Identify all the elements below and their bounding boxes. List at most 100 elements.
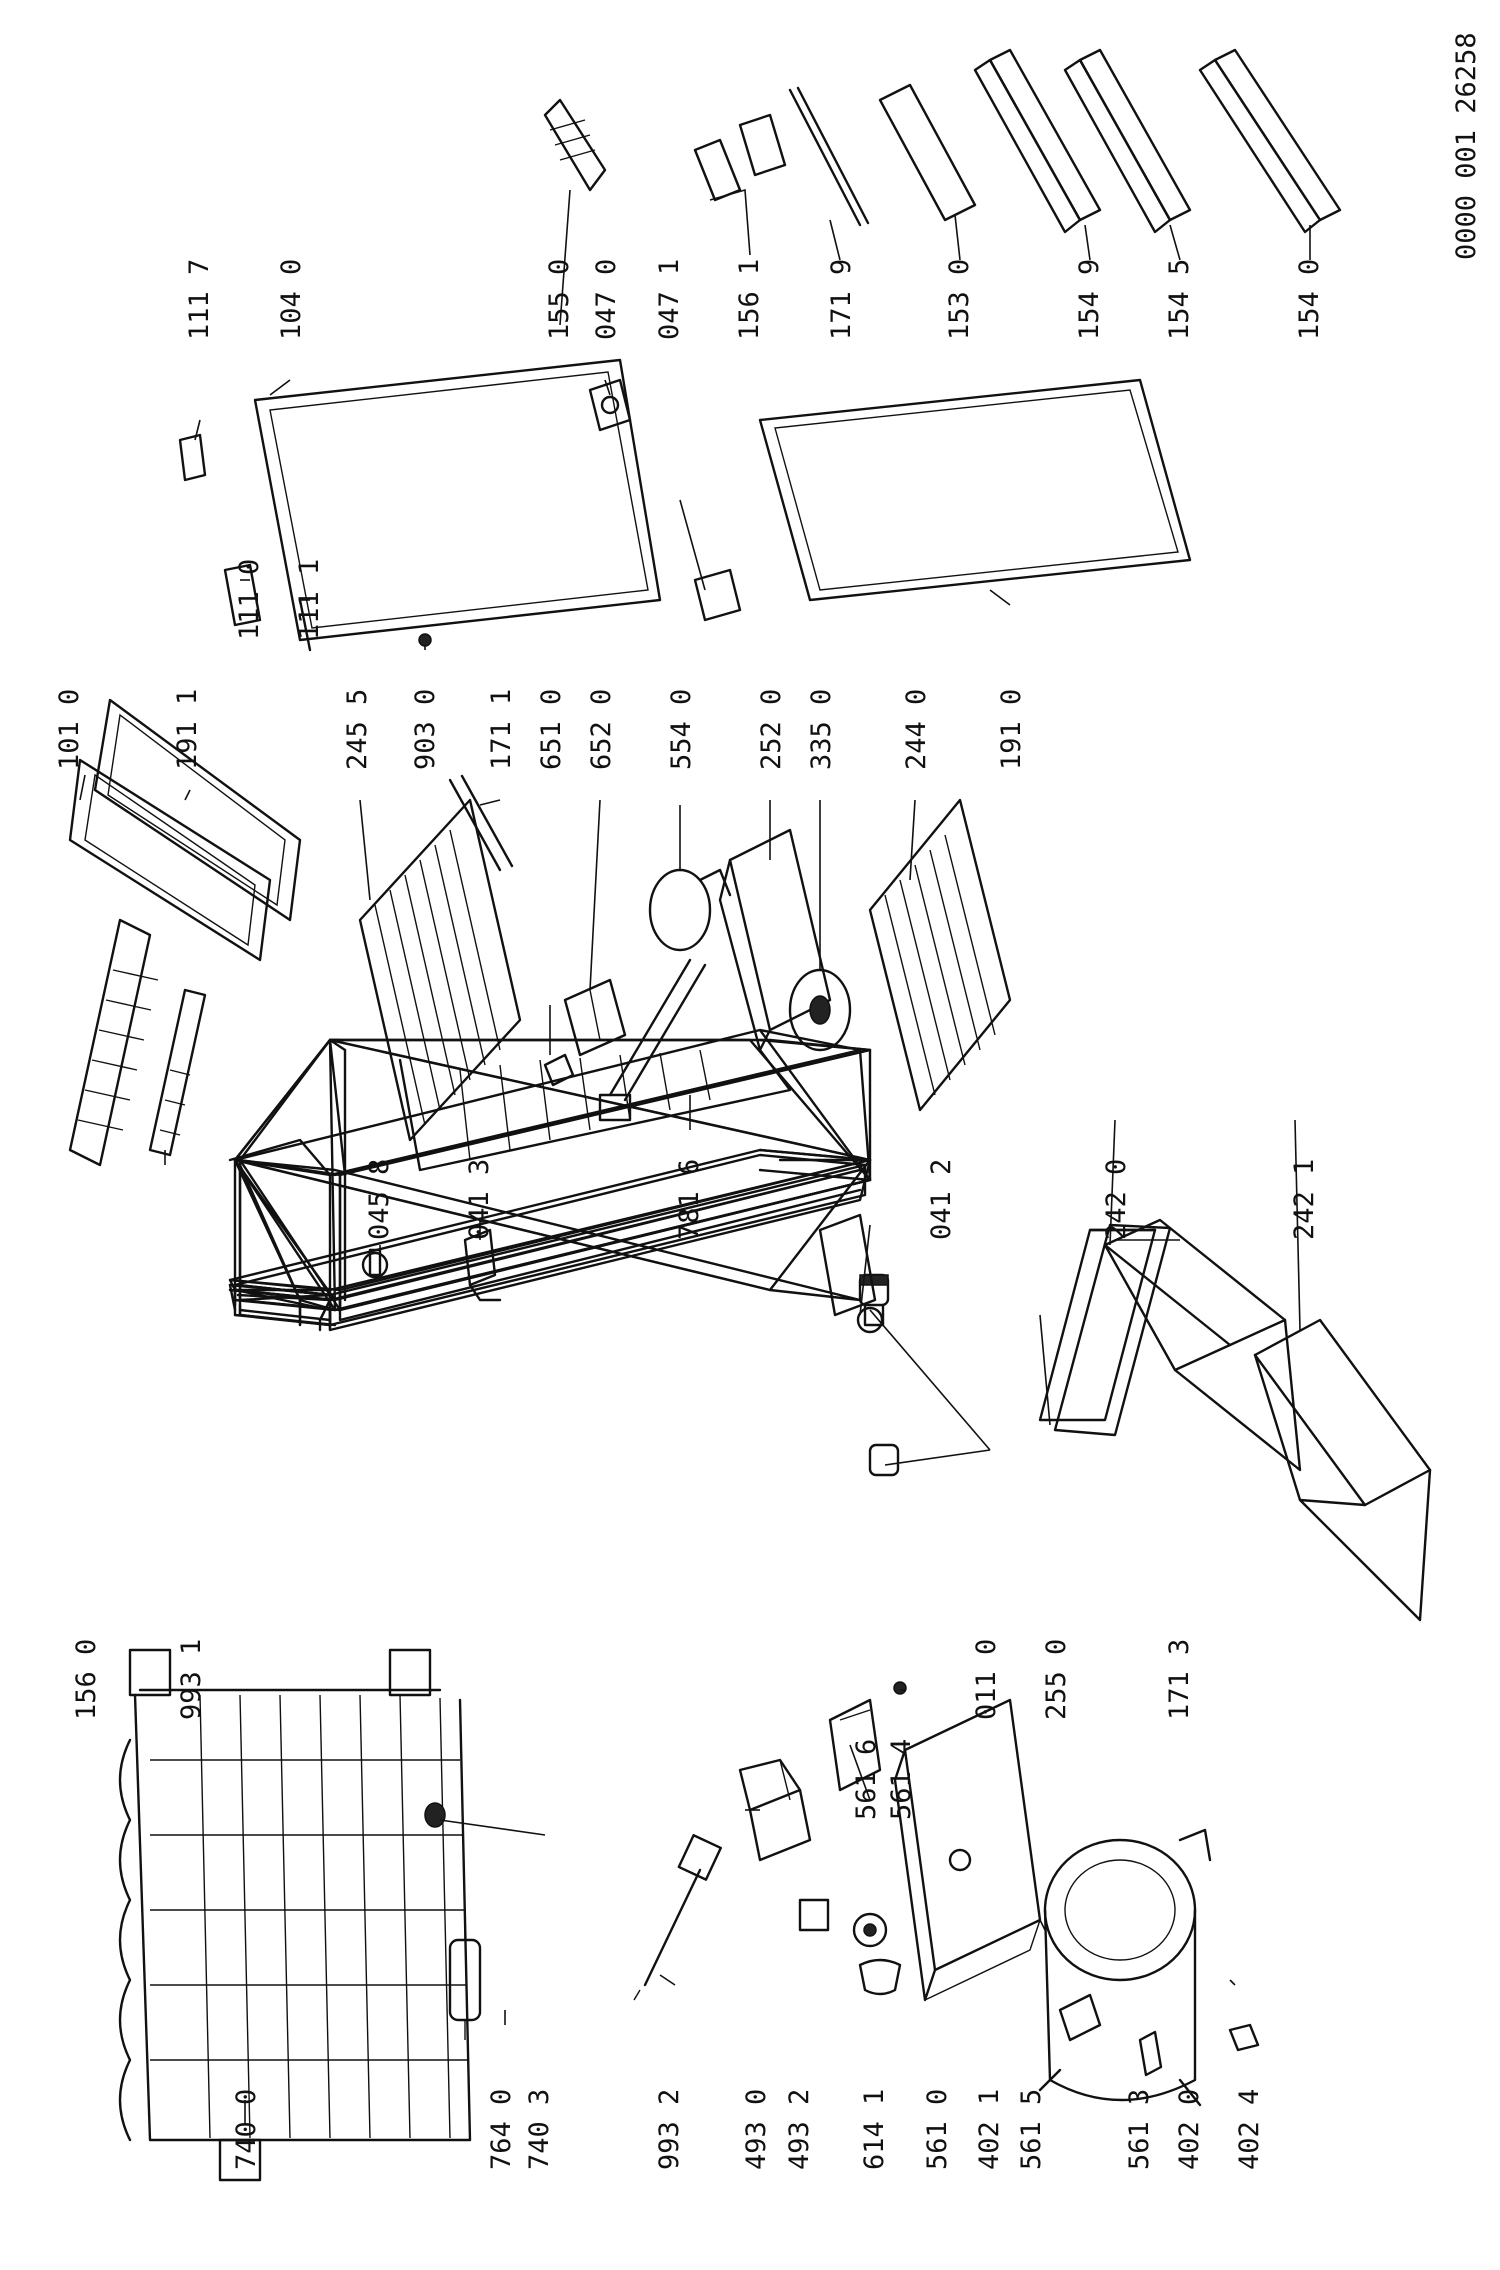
label-993-1: 993 1 xyxy=(176,1639,207,1720)
label-740-3: 740 3 xyxy=(524,2089,555,2170)
door-panel-drawing xyxy=(253,358,662,642)
relay-parts-drawing xyxy=(798,1898,902,1996)
handle-111-0-drawing xyxy=(223,563,262,627)
badge-111-7-drawing xyxy=(178,433,207,482)
label-041-3: 041 3 xyxy=(464,1159,495,1240)
leader-lines xyxy=(79,188,1311,2125)
door-balcony-154-9-drawing xyxy=(973,48,1102,234)
shelf-trim-171-1-drawing xyxy=(448,774,514,872)
label-561-0: 561 0 xyxy=(922,2089,953,2170)
light-rail-drawing xyxy=(598,958,707,1122)
glass-shelf-crisper-drawing xyxy=(1038,1223,1172,1437)
label-242-1: 242 1 xyxy=(1289,1159,1320,1240)
label-191-1: 191 1 xyxy=(172,689,203,770)
label-335-0: 335 0 xyxy=(806,689,837,770)
label-252-0: 252 0 xyxy=(756,689,787,770)
door-shelf-cover-drawing xyxy=(878,83,977,222)
cabinet-structure-drawing xyxy=(238,1163,337,1312)
label-493-0: 493 0 xyxy=(741,2089,772,2170)
label-554-0: 554 0 xyxy=(666,689,697,770)
door-balcony-154-0-drawing xyxy=(1198,48,1342,234)
label-104-0: 104 0 xyxy=(276,259,307,340)
grommet-drawing xyxy=(424,1802,446,1828)
control-knob-drawing xyxy=(788,968,852,1052)
label-561-4: 561 4 xyxy=(886,1739,917,1820)
label-255-0: 255 0 xyxy=(1041,1639,1072,1720)
label-652-0: 652 0 xyxy=(586,689,617,770)
label-047-1: 047 1 xyxy=(654,259,685,340)
label-155-0: 155 0 xyxy=(544,259,575,340)
label-041-2: 041 2 xyxy=(926,1159,957,1240)
handle-993-1-drawing xyxy=(148,988,207,1157)
label-111-7: 111 7 xyxy=(184,259,215,340)
label-154-0: 154 0 xyxy=(1294,259,1325,340)
door-gasket-drawing xyxy=(758,378,1192,602)
label-740-0: 740 0 xyxy=(231,2089,262,2170)
overload-protector-drawing xyxy=(828,1698,882,1792)
label-047-0: 047 0 xyxy=(591,259,622,340)
screw-561-4-drawing xyxy=(893,1681,907,1695)
cabinet-interior-drawing xyxy=(338,1048,792,1312)
part-labels: 740 0 764 0 740 3 993 2 493 0 493 2 614 … xyxy=(54,259,1325,2170)
label-651-0: 651 0 xyxy=(536,689,567,770)
hinge-bracket-047-1-drawing xyxy=(693,568,742,622)
drawing-reference-number: 0000 001 26258 xyxy=(1451,32,1482,260)
label-561-6: 561 6 xyxy=(851,1739,882,1820)
bar-171-9-drawing xyxy=(788,86,870,227)
label-493-2: 493 2 xyxy=(784,2089,815,2170)
wire-shelf-drawing xyxy=(358,798,522,1142)
condenser-coil-drawing xyxy=(118,1648,472,2182)
label-154-5: 154 5 xyxy=(1164,259,1195,340)
label-154-9: 154 9 xyxy=(1074,259,1105,340)
lamp-bulb-drawing xyxy=(543,1053,575,1087)
label-101-0: 101 0 xyxy=(54,689,85,770)
crisper-drawer-small-drawing xyxy=(1103,1218,1302,1472)
glass-shelf-drawing xyxy=(868,798,1012,1112)
thermostat-drawing xyxy=(648,868,732,952)
hinge-pin-drawing xyxy=(361,1248,389,1279)
adjustable-foot-drawing xyxy=(858,1273,900,1477)
label-614-1: 614 1 xyxy=(859,2089,890,2170)
label-993-2: 993 2 xyxy=(654,2089,685,2170)
label-191-0: 191 0 xyxy=(996,689,1027,770)
label-903-0: 903 0 xyxy=(410,689,441,770)
wire-harness-drawing xyxy=(633,1834,722,2001)
small-clips-drawing xyxy=(1058,1993,1260,2077)
label-156-0: 156 0 xyxy=(71,1639,102,1720)
lamp-holder-drawing xyxy=(563,978,627,1057)
label-153-0: 153 0 xyxy=(944,259,975,340)
compressor-drawing xyxy=(1038,1828,1212,2107)
cabinet-drawing xyxy=(228,1148,872,1332)
label-561-3: 561 3 xyxy=(1124,2089,1155,2170)
butter-box-drawing xyxy=(693,113,787,202)
label-242-0: 242 0 xyxy=(1101,1159,1132,1240)
egg-tray-156-0-drawing xyxy=(68,918,159,1167)
label-561-5: 561 5 xyxy=(1016,2089,1047,2170)
screw-903-0-drawing xyxy=(418,633,432,647)
label-402-0: 402 0 xyxy=(1174,2089,1205,2170)
label-402-1: 402 1 xyxy=(974,2089,1005,2170)
hinge-bracket-047-0-drawing xyxy=(588,378,632,432)
relay-cover-drawing xyxy=(738,1758,812,1862)
label-156-1: 156 1 xyxy=(734,259,765,340)
label-171-3: 171 3 xyxy=(1164,1639,1195,1720)
label-111-0: 111 0 xyxy=(234,559,265,640)
label-781-6: 781 6 xyxy=(674,1159,705,1240)
bottom-hinge-drawing xyxy=(818,1213,884,1334)
label-402-4: 402 4 xyxy=(1234,2089,1265,2170)
label-244-0: 244 0 xyxy=(901,689,932,770)
door-balcony-154-5-drawing xyxy=(1063,48,1192,234)
label-245-5: 245 5 xyxy=(342,689,373,770)
label-171-1: 171 1 xyxy=(486,689,517,770)
label-045-8: 045 8 xyxy=(364,1159,395,1240)
top-hinge-drawing xyxy=(463,1228,502,1302)
egg-tray-155-0-drawing xyxy=(543,98,607,192)
dryer-filter-drawing xyxy=(448,1925,482,2040)
freezer-door-frame-drawing xyxy=(68,758,272,962)
freezer-door-gasket-drawing xyxy=(93,698,302,922)
handle-cap-111-1-drawing xyxy=(298,598,312,652)
label-111-1: 111 1 xyxy=(294,559,325,640)
label-171-9: 171 9 xyxy=(826,259,857,340)
crisper-drawer-large-drawing xyxy=(1253,1318,1432,1622)
